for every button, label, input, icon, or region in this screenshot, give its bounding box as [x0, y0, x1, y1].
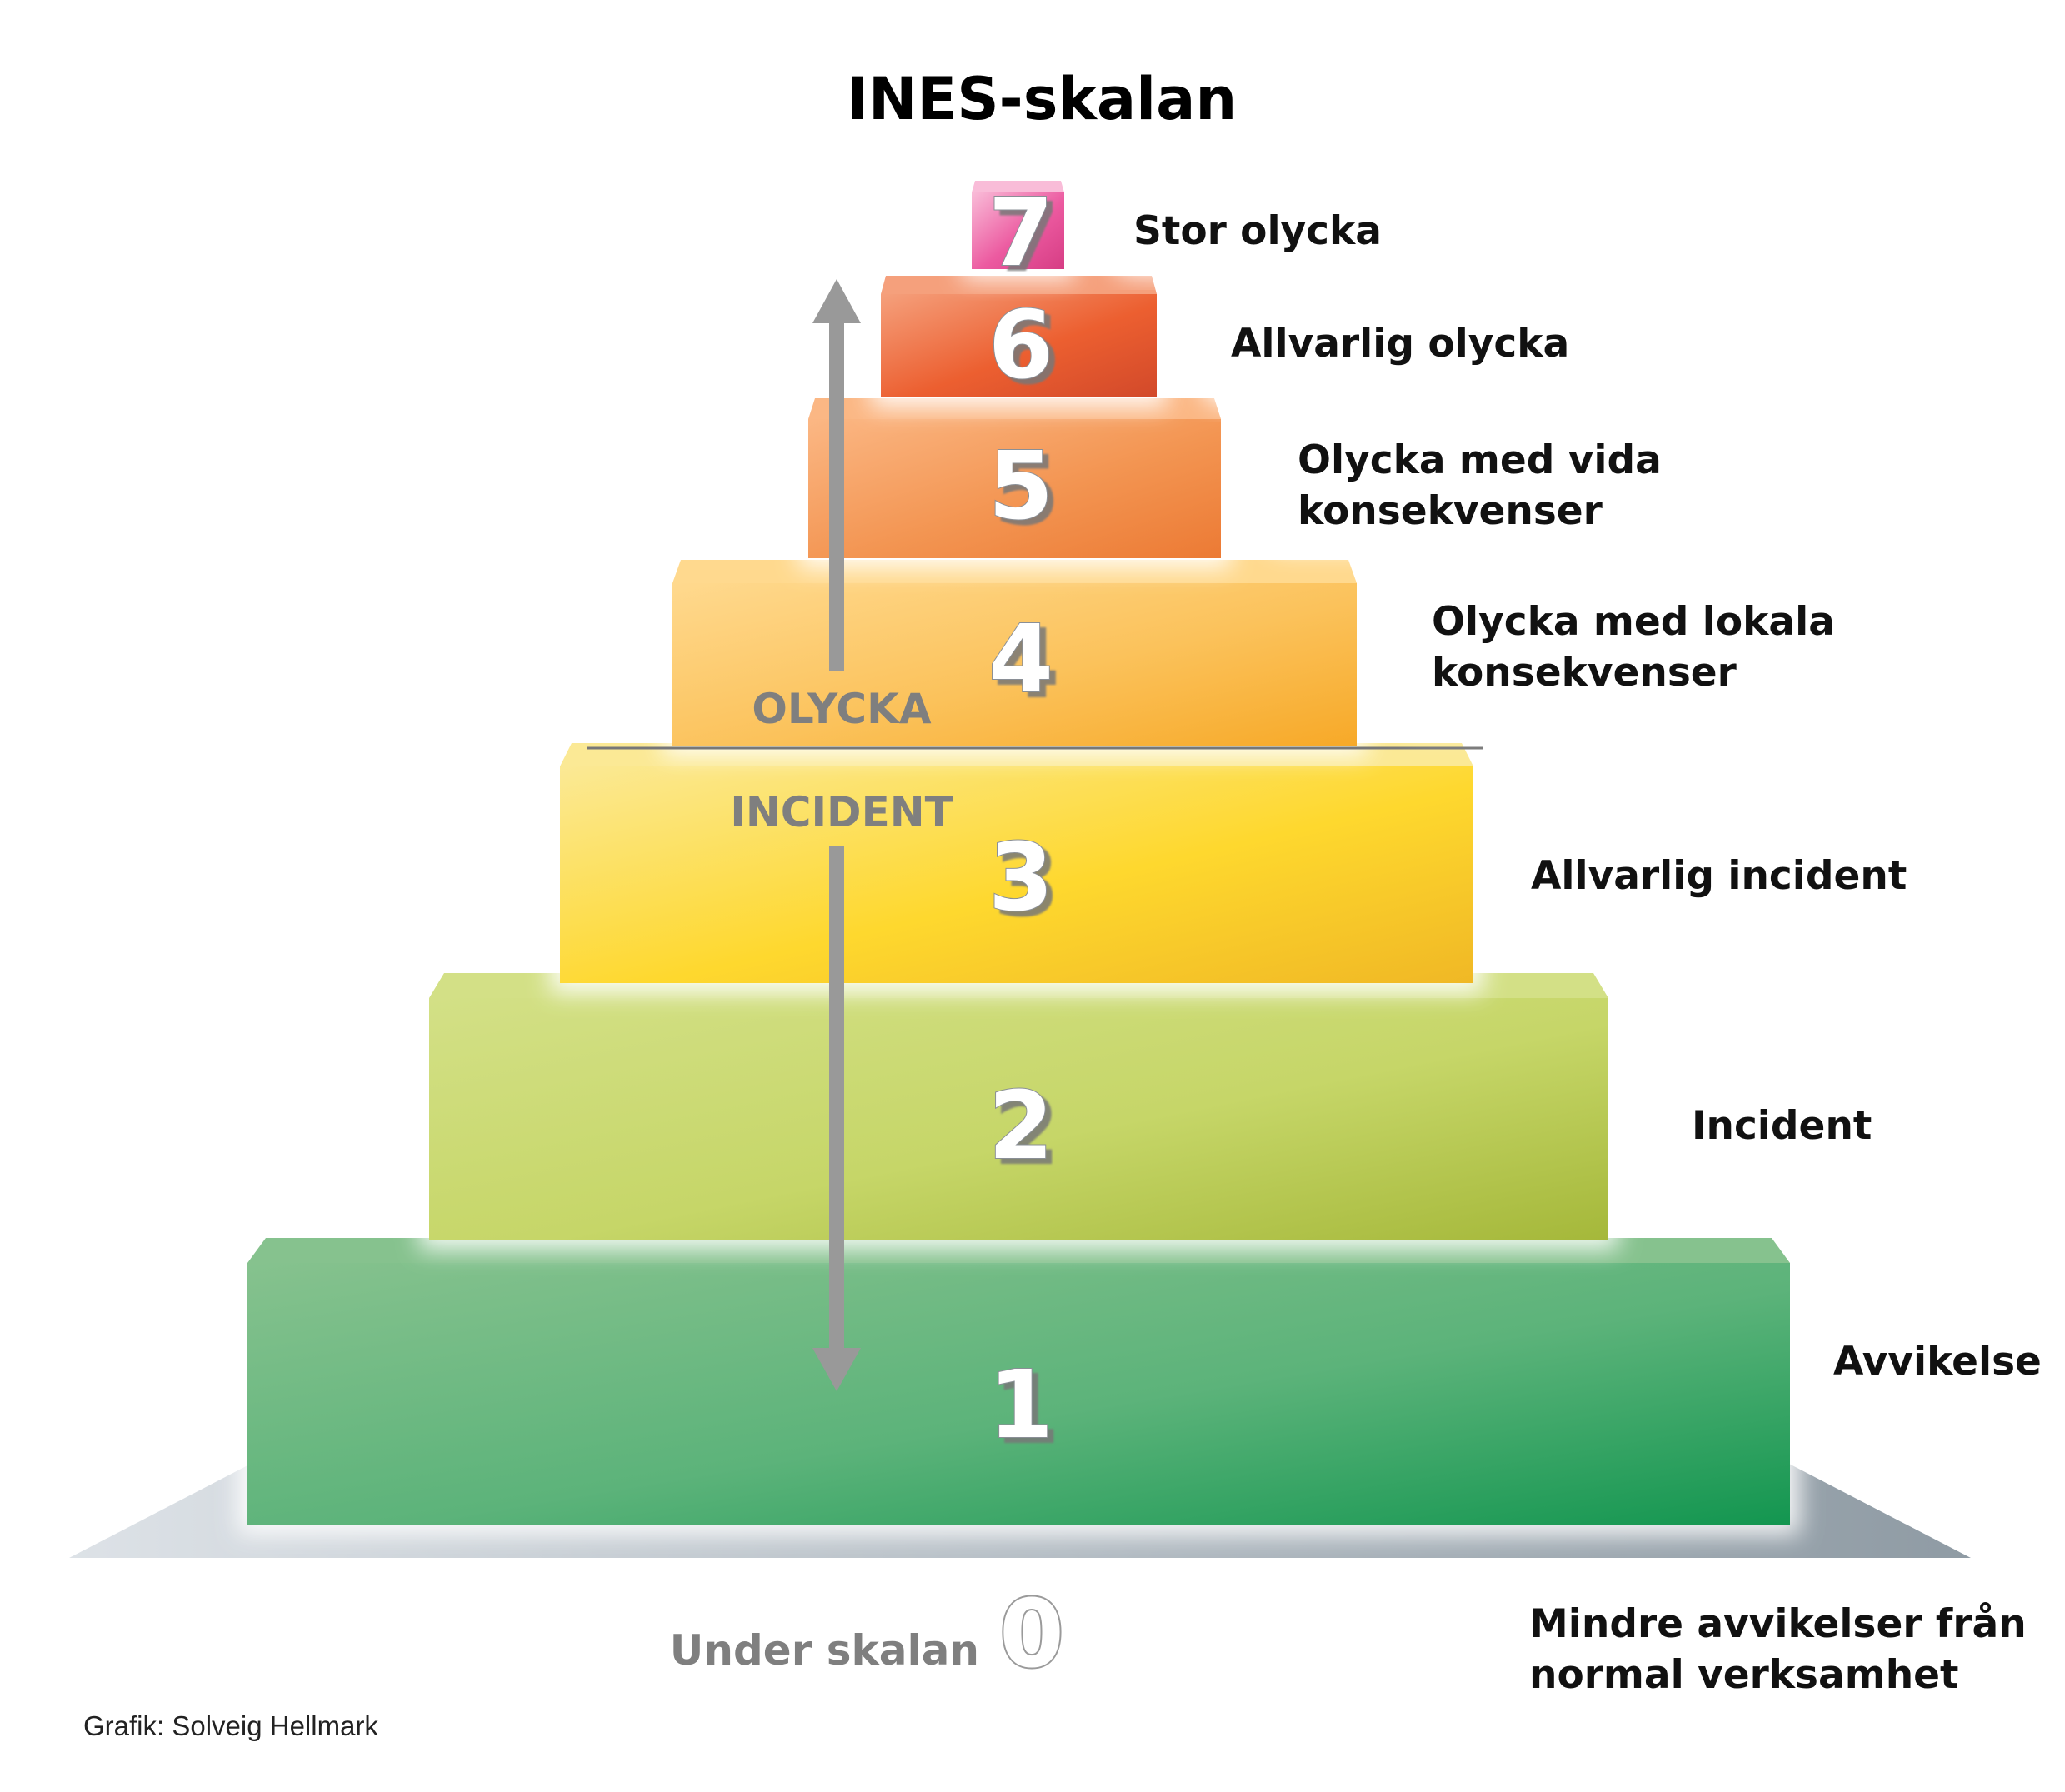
category-label-olycka: OLYCKA [752, 685, 931, 733]
level-description-5-line-1: Olycka med vida [1298, 437, 1662, 483]
step-front-6 [881, 294, 1157, 397]
level-number-2: 2 [988, 1072, 1053, 1181]
level-description-5: Olycka med vida konsekvenser [1298, 437, 1662, 534]
level-description-2-line-1: Incident [1692, 1103, 1872, 1149]
level-description-1-line-1: Avvikelse [1833, 1339, 2042, 1385]
level-number-7: 7 [988, 179, 1053, 287]
label-glow-6 [1200, 312, 1550, 404]
level-description-0-line-2: normal verksamhet [1529, 1652, 1959, 1698]
diagram-title: INES-skalan [847, 65, 1237, 133]
level-number-3: 3 [988, 824, 1053, 932]
level-number-6: 6 [988, 292, 1053, 400]
level-description-1: Avvikelse [1833, 1339, 2042, 1385]
level-description-4-line-1: Olycka med lokala [1432, 599, 1835, 645]
level-description-7: Stor olycka [1133, 208, 1382, 254]
label-glow-5 [1262, 425, 1646, 550]
level-description-0: Mindre avvikelser från normal verksamhet [1529, 1601, 2040, 1698]
step-front-5 [808, 419, 1221, 558]
level-description-3: Allvarlig incident [1531, 853, 1907, 899]
label-glow-3 [1500, 825, 1908, 925]
level-number-4: 4 [988, 606, 1053, 714]
label-glow-1 [1817, 1325, 1925, 1450]
level-description-4-line-2: konsekvenser [1432, 650, 1738, 696]
level-description-4: Olycka med lokala konsekvenser [1432, 599, 1835, 696]
label-glow-4 [1396, 583, 1821, 729]
level-number-0: 0 [999, 1580, 1064, 1689]
label-glow-7 [1108, 200, 1383, 275]
pyramid-steps: 1 2 3 4 5 67 [238, 174, 1800, 1535]
step-front-3 [560, 766, 1473, 983]
category-label-incident: INCIDENT [730, 788, 952, 836]
below-scale-label: Under skalan [670, 1626, 979, 1675]
level-description-2: Incident [1692, 1103, 1872, 1149]
step-front-1 [248, 1263, 1790, 1525]
label-glow-2 [1638, 1112, 1729, 1204]
level-description-7-line-1: Stor olycka [1133, 208, 1382, 254]
arrow-down-icon [812, 846, 861, 1391]
level-description-3-line-1: Allvarlig incident [1531, 853, 1907, 899]
step-front-7 [972, 192, 1064, 269]
level-description-6-line-1: Allvarlig olycka [1231, 321, 1569, 367]
step-top-6 [881, 276, 1157, 294]
level-number-5: 5 [988, 432, 1053, 541]
arrow-up-icon [812, 279, 861, 671]
step-front-4 [672, 583, 1357, 746]
level-description-0-line-1: Mindre avvikelser från [1529, 1601, 2027, 1647]
level-number-1: 1 [988, 1351, 1053, 1460]
level-description-5-line-2: konsekvenser [1298, 488, 1603, 534]
level-descriptions: Avvikelse Incident Allvarlig incident Olyck… [1108, 200, 2042, 1450]
step-front-2 [429, 998, 1608, 1240]
step-top-7 [972, 181, 1064, 192]
credit-text: Grafik: Solveig Hellmark [83, 1710, 378, 1741]
level-description-6: Allvarlig olycka [1231, 321, 1569, 367]
